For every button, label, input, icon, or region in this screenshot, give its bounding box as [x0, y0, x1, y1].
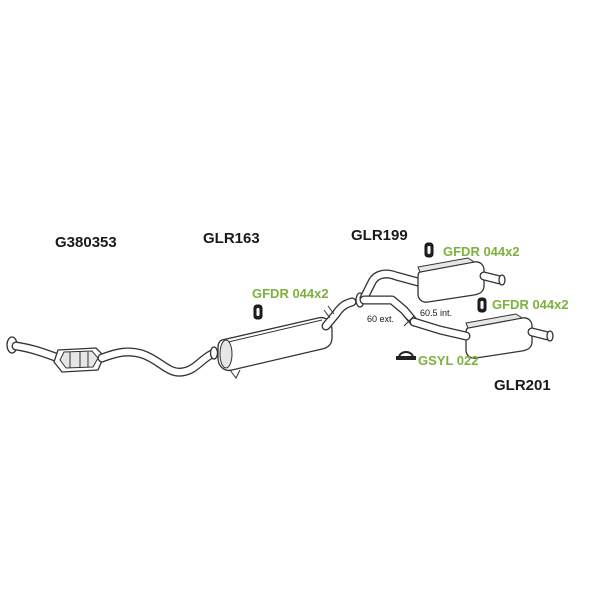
label-catalyst: G380353	[55, 234, 117, 251]
catalyst-converter	[53, 347, 105, 373]
middle-silencer-top	[223, 319, 323, 344]
y-pipe-upper-branch-core	[360, 270, 422, 302]
middle-outlet-hanger	[323, 305, 335, 319]
middle-outlet-pipe-core	[322, 298, 356, 330]
catalyst-outlet-pipe-core	[98, 348, 216, 376]
y-pipe-section	[355, 269, 423, 327]
label-middle-silencer: GLR163	[203, 230, 260, 247]
rear-tailpipe-lower-core	[528, 328, 552, 340]
catalyst-section	[6, 336, 219, 377]
label-hanger-rear-lower: GFDR 044x2	[492, 297, 569, 312]
middle-silencer-bracket	[229, 369, 241, 379]
rear-tailpipe-upper-end	[498, 274, 506, 286]
rear-silencer-upper-top	[417, 257, 476, 273]
label-hanger-middle: GFDR 044x2	[252, 286, 329, 301]
middle-silencer-body	[217, 316, 333, 372]
hanger-rear-lower	[477, 297, 487, 313]
label-clamp: GSYL 022	[418, 353, 478, 368]
rear-silencers-section	[409, 257, 554, 359]
rear-silencer-upper	[417, 261, 485, 303]
label-internal-diameter: 60.5 int.	[420, 308, 452, 318]
inlet-pipe-core	[12, 342, 62, 362]
clamp	[396, 351, 416, 360]
middle-silencer-end	[219, 339, 233, 369]
label-external-diameter: 60 ext.	[367, 314, 394, 324]
label-rear-silencers: GLR201	[494, 377, 551, 394]
hanger-rear-upper	[424, 242, 434, 258]
y-pipe-lower-branch-core	[360, 296, 418, 326]
rear-tailpipe-lower-end	[546, 330, 554, 342]
rear-tailpipe-upper-core	[480, 272, 504, 284]
hanger-middle	[253, 304, 263, 320]
pipe-joint	[209, 346, 219, 360]
rear-silencer-lower-top	[465, 313, 524, 329]
label-hanger-rear-upper: GFDR 044x2	[443, 244, 520, 259]
rear-connecting-pipe-core	[410, 318, 470, 340]
middle-silencer-section	[217, 297, 357, 379]
label-front-y-pipe: GLR199	[351, 227, 408, 244]
